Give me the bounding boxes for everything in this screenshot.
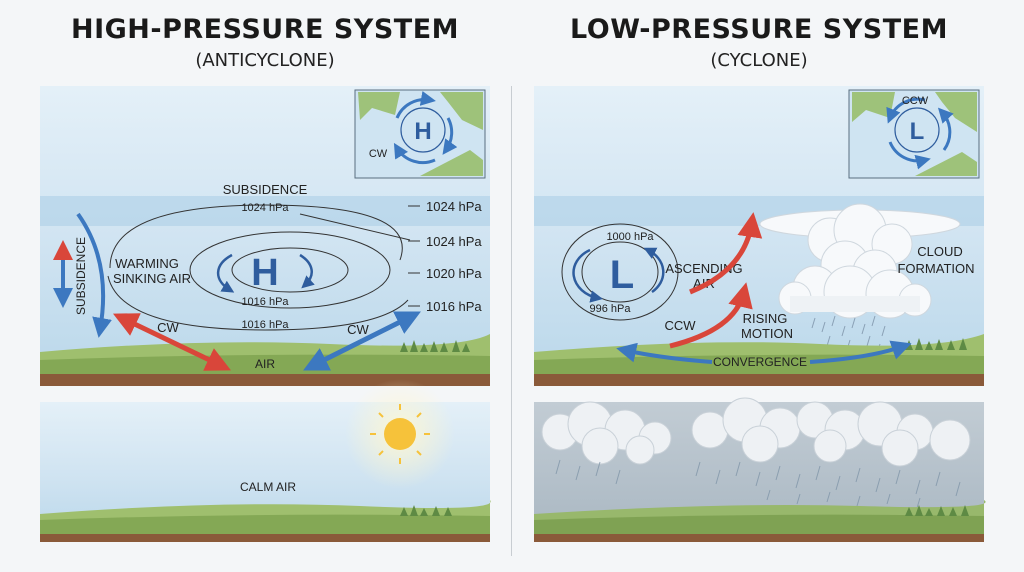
tree-line <box>400 340 470 352</box>
cloud-label-line1: CLOUD <box>917 244 963 259</box>
high-inset-symbol: H <box>414 118 431 145</box>
isobar-label-right-1: 1024 hPa <box>426 199 482 214</box>
high-inset-rotation-label: CW <box>369 148 388 160</box>
low-isobars <box>561 223 679 321</box>
calm-air-label: CALM AIR <box>240 480 296 494</box>
storm-clouds <box>541 397 971 467</box>
high-inset-map <box>354 89 486 179</box>
isobar-label-right-4: 1016 hPa <box>426 299 482 314</box>
isobar-label-right-3: 1020 hPa <box>426 266 482 281</box>
isobar-label-1000: 1000 hPa <box>606 231 654 243</box>
low-center-symbol: L <box>610 253 634 297</box>
calm-air-panel: CALM AIR <box>40 379 491 542</box>
low-inset-map <box>848 89 980 179</box>
cw-right-label: CW <box>347 322 369 337</box>
low-pressure-panel: L CCW L 1000 hPa 996 hPa ASCENDING AIR C… <box>534 86 984 386</box>
isobar-label-right-2: 1024 hPa <box>426 234 482 249</box>
convergence-label: CONVERGENCE <box>713 355 807 369</box>
isobar-label-inner-2: 1016 hPa <box>241 296 289 308</box>
air-label: AIR <box>255 357 275 371</box>
low-inset-symbol: L <box>910 118 925 145</box>
warming-label-line2: SINKING AIR <box>113 271 191 286</box>
isobar-label-inner-1: 1024 hPa <box>241 202 289 214</box>
low-inset-rotation-label: CCW <box>902 95 929 107</box>
high-pressure-title: HIGH-PRESSURE SYSTEM <box>70 14 460 45</box>
center-divider <box>511 86 512 556</box>
subsidence-side-label: SUBSIDENCE <box>74 237 88 315</box>
cloud-label-line2: FORMATION <box>897 261 974 276</box>
storm-panel <box>534 397 986 542</box>
cumulonimbus-cloud <box>759 203 961 319</box>
high-center-symbol: H <box>251 252 278 294</box>
high-pressure-subtitle: (ANTICYCLONE) <box>195 50 335 71</box>
rising-label-line1: RISING <box>743 311 788 326</box>
ccw-label: CCW <box>664 318 696 333</box>
subsidence-top-label: SUBSIDENCE <box>223 182 308 197</box>
sun-icon <box>384 418 416 450</box>
warming-label-line1: WARMING <box>115 256 179 271</box>
low-pressure-title: LOW-PRESSURE SYSTEM <box>570 14 948 45</box>
isobar-label-996: 996 hPa <box>590 303 632 315</box>
low-pressure-subtitle: (CYCLONE) <box>710 50 808 71</box>
sun-rays <box>370 404 430 464</box>
storm-rain <box>555 459 961 509</box>
high-pressure-panel: H CW H SUBSIDENCE 1024 hPa 1016 hPa 1016… <box>40 86 490 386</box>
rising-label-line2: MOTION <box>741 326 793 341</box>
isobar-label-inner-3: 1016 hPa <box>241 319 289 331</box>
cw-left-label: CW <box>157 320 179 335</box>
